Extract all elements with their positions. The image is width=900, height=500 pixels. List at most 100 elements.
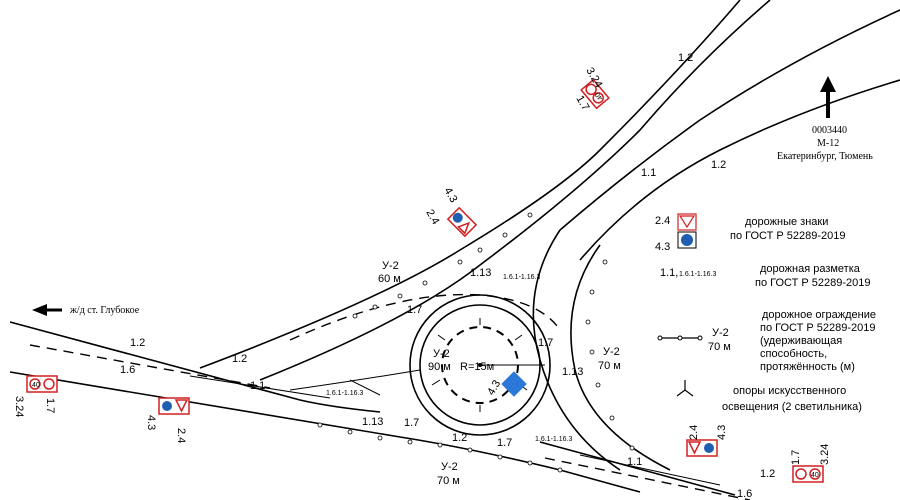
marking-1-13-top: 1.13 (470, 267, 491, 279)
north-road-outer-right (579, 79, 900, 261)
legend-lighting-icon (676, 380, 694, 397)
sign-label-bot-a: 2.4 (688, 425, 700, 440)
north-arrow (820, 76, 836, 118)
speed-limit-bottom-right: 40 (811, 472, 819, 479)
left-approach-marker (349, 379, 381, 396)
legend-barrier-code: У-2 (712, 327, 729, 339)
sign-label-bot-b: 4.3 (716, 425, 728, 440)
barrier-bottom-code: У-2 (441, 461, 458, 473)
left-approach-1-6 (289, 369, 421, 391)
barrier-upper-len: 60 м (378, 273, 401, 285)
marking-1-13-bottom: 1.13 (362, 416, 383, 428)
radius-label: R=15м (460, 361, 494, 373)
sign-group-top (580, 78, 610, 110)
sign-label-left-b: 1.7 (44, 398, 56, 413)
legend-barrier-line4: способность, (760, 348, 827, 360)
main-road-lower-edge (9, 371, 641, 493)
marking-1-2-left: 1.2 (130, 337, 145, 349)
barrier-right-code: У-2 (603, 346, 620, 358)
roundabout-center (478, 363, 482, 367)
marking-1-1-bottom-right: 1.1 (627, 456, 642, 468)
legend: 2.4 4.3 дорожные знаки по ГОСТ Р 52289-2… (655, 215, 876, 413)
legend-lighting-line1: опоры искусственного (733, 385, 846, 397)
marking-1-16-left: 1.6.1-1.16.3 (326, 390, 363, 397)
barrier-bottom-len: 70 м (437, 475, 460, 487)
legend-sign-code-2: 4.3 (655, 241, 670, 253)
north-road-right-edge (559, 9, 900, 231)
marking-1-2-mid-left: 1.2 (232, 353, 247, 365)
marking-1-6-left: 1.6 (120, 364, 135, 376)
main-road-centerline (29, 344, 271, 389)
marking-1-13-right: 1.13 (562, 366, 583, 378)
legend-sign-4-3 (677, 231, 697, 249)
marking-1-7-right: 1.7 (538, 337, 553, 349)
north-road-left-edge (199, 0, 741, 369)
roundabout-approach-dashed (289, 293, 561, 341)
marking-1-2-bottom: 1.2 (452, 432, 467, 444)
legend-lighting-line2: освещения (2 светильника) (722, 401, 862, 413)
legend-barrier-line1: дорожное ограждение (762, 309, 876, 321)
legend-sign-2-4 (677, 213, 697, 231)
marking-1-16-top: 1.6.1-1.16.3 (503, 274, 540, 281)
sign-group-bottom-right (792, 465, 824, 483)
main-road-upper-edge (9, 321, 381, 413)
marking-1-1-left: 1.1 (250, 380, 265, 392)
sign-group-bottom (686, 439, 718, 457)
marking-1-1-north: 1.1 (641, 167, 656, 179)
main-road-upper-edge-right (539, 441, 736, 496)
marking-1-7-bottom-left: 1.7 (404, 417, 419, 429)
guardrail-posts (317, 212, 635, 473)
barrier-right-len: 70 м (598, 360, 621, 372)
north-destination: Екатеринбург, Тюмень (777, 151, 873, 162)
marking-1-7-bottom: 1.7 (497, 437, 512, 449)
west-direction-label: ж/д ст. Глубокое (69, 305, 140, 316)
sign-group-mid (446, 206, 478, 238)
sign-ring (501, 371, 527, 397)
sign-label-br-a: 1.7 (790, 450, 802, 465)
legend-marking-line2: по ГОСТ Р 52289-2019 (755, 277, 871, 289)
sign-label-left2-b: 2.4 (175, 428, 187, 443)
marking-1-2-top: 1.2 (678, 52, 693, 64)
barrier-ring-len: 90 м (428, 361, 451, 373)
barrier-labels: У-2 60 м У-2 90 м У-2 70 м У-2 70 м (378, 260, 621, 487)
east-curve-outer (570, 244, 671, 471)
main-road-centerline-right (544, 457, 751, 500)
sign-label-ring: 4.3 (485, 378, 503, 397)
main-road-line-1-1 (189, 375, 331, 399)
barrier-ring-code: У-2 (433, 348, 450, 360)
legend-barrier-icon (657, 335, 703, 341)
sign-label-left2-a: 4.3 (145, 415, 157, 430)
sign-label-br-b: 3.24 (819, 444, 831, 465)
legend-barrier-line2: по ГОСТ Р 52289-2019 (760, 322, 876, 334)
sign-group-left (26, 375, 58, 393)
barrier-upper-code: У-2 (382, 260, 399, 272)
north-road: М-12 (817, 138, 839, 149)
marking-1-6-bottom-right: 1.6 (737, 488, 752, 500)
legend-marking-code: 1.1, (660, 267, 678, 279)
marking-1-16-bottom: 1.6.1-1.16.3 (535, 436, 572, 443)
marking-1-2-bottom-right: 1.2 (760, 468, 775, 480)
main-road-line-1-1-right (579, 454, 721, 486)
legend-signs-line1: дорожные знаки (745, 216, 828, 228)
roundabout-outer (409, 294, 551, 436)
legend-marking-code-small: 1.6.1-1.16.3 (679, 271, 716, 278)
north-road-inner-left (259, 0, 771, 381)
north-direction: 0003440 М-12 Екатеринбург, Тюмень (777, 125, 873, 162)
legend-barrier-line3: (удерживающая (760, 335, 842, 347)
speed-limit-left: 40 (32, 382, 40, 389)
speed-limit-top: 40 (594, 91, 604, 102)
north-code: 0003440 (812, 125, 847, 136)
marking-labels: 1.2 1.1 1.2 1.2 1.2 1.6 1.1 1.13 1.6.1-1… (120, 52, 775, 500)
sign-label-mid-a: 2.4 (423, 208, 441, 227)
legend-signs-line2: по ГОСТ Р 52289-2019 (730, 230, 846, 242)
sign-label-left-a: 3.24 (13, 396, 25, 417)
marking-1-7-upper: 1.7 (407, 304, 422, 316)
west-arrow (32, 304, 62, 316)
legend-barrier-length: 70 м (708, 341, 731, 353)
marking-1-2-north: 1.2 (711, 159, 726, 171)
legend-sign-code-1: 2.4 (655, 215, 670, 227)
legend-barrier-line5: протяжённость (м) (760, 361, 855, 373)
legend-marking-line1: дорожная разметка (760, 263, 861, 275)
sign-label-mid-b: 4.3 (441, 186, 459, 205)
